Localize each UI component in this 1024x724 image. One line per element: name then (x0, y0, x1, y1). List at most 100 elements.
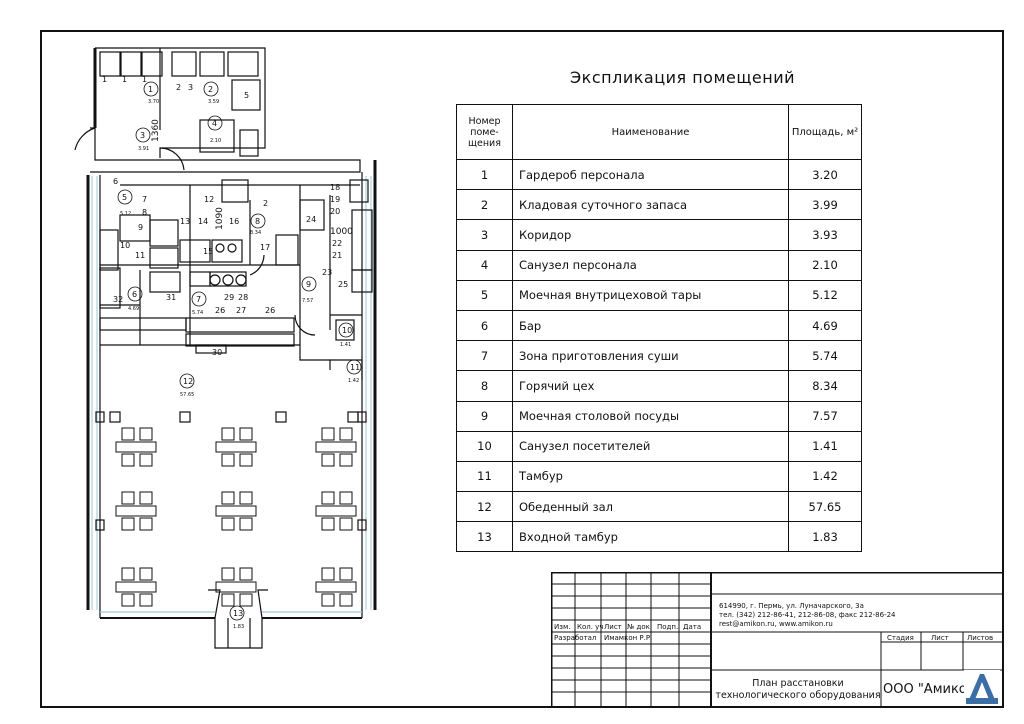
col-izm: Изм. (554, 623, 571, 631)
col-date: Дата (683, 623, 702, 631)
svg-text:4: 4 (212, 119, 217, 128)
col-kol: Кол. уч (577, 623, 604, 631)
room-number: 10 (456, 430, 513, 462)
room-number: 6 (456, 309, 513, 342)
room-area: 1.83 (788, 521, 862, 553)
svg-text:21: 21 (332, 251, 342, 260)
room-name: Кладовая суточного запаса (512, 189, 789, 221)
room-number: 11 (456, 460, 513, 493)
svg-text:24: 24 (306, 215, 316, 224)
title-block: 614990, г. Пермь, ул. Луначарского, 3а т… (551, 572, 1004, 708)
room-name: Моечная столовой посуды (512, 400, 789, 432)
dining-table (115, 427, 157, 467)
svg-text:1090: 1090 (215, 207, 225, 230)
address-line-3: rest@amikon.ru, www.amikon.ru (719, 620, 833, 628)
svg-text:1360: 1360 (151, 119, 161, 142)
svg-text:6: 6 (113, 177, 118, 186)
svg-text:28: 28 (238, 293, 248, 302)
dining-table (215, 491, 257, 531)
svg-text:3.59: 3.59 (208, 99, 219, 105)
room-number: 13 (456, 521, 513, 553)
room-number: 1 (456, 158, 513, 191)
room-area: 3.93 (788, 219, 862, 251)
svg-text:1: 1 (122, 75, 127, 84)
svg-text:10: 10 (342, 326, 352, 335)
svg-text:15: 15 (203, 247, 213, 256)
svg-text:3: 3 (188, 83, 193, 92)
svg-text:2: 2 (208, 85, 213, 94)
svg-text:25: 25 (338, 280, 348, 289)
dining-table (115, 567, 157, 607)
svg-text:26: 26 (265, 306, 275, 315)
room-area: 7.57 (788, 400, 862, 432)
svg-text:2.10: 2.10 (210, 138, 221, 144)
room-name: Санузел персонала (512, 249, 789, 281)
room-name: Входной тамбур (512, 521, 789, 553)
svg-text:26: 26 (215, 306, 225, 315)
svg-text:31: 31 (166, 293, 176, 302)
svg-text:2: 2 (176, 83, 181, 92)
room-name: Санузел посетителей (512, 430, 789, 462)
svg-text:29: 29 (224, 293, 234, 302)
dining-table (215, 427, 257, 467)
svg-text:3.91: 3.91 (138, 146, 149, 152)
svg-text:57.65: 57.65 (180, 392, 194, 398)
col-sign: Подп. (657, 623, 679, 631)
room-number: 12 (456, 491, 513, 523)
svg-text:9: 9 (306, 280, 311, 289)
room-number: 5 (456, 279, 513, 311)
svg-text:30: 30 (212, 348, 222, 357)
room-area: 2.10 (788, 249, 862, 281)
dining-table (115, 491, 157, 531)
address-line-1: 614990, г. Пермь, ул. Луначарского, 3а (719, 602, 864, 610)
svg-text:22: 22 (332, 239, 342, 248)
explication-title: Экспликация помещений (570, 68, 796, 87)
col-header-name: Наименование (512, 104, 789, 160)
svg-text:13: 13 (180, 217, 190, 226)
room-name: Моечная внутрицеховой тары (512, 279, 789, 311)
drawing-title: План расстановки технологического оборуд… (713, 678, 883, 702)
developer-name: Имамкон Р.Р. (604, 634, 653, 642)
svg-text:11: 11 (135, 251, 145, 260)
room-number: 2 (456, 189, 513, 221)
room-number: 9 (456, 400, 513, 432)
svg-text:3.70: 3.70 (148, 99, 159, 105)
address-line-2: тел. (342) 212-86-41, 212-86-08, факс 21… (719, 611, 896, 619)
col-header-number: Номер поме-щения (456, 104, 513, 160)
svg-text:7: 7 (142, 195, 147, 204)
svg-text:10: 10 (120, 241, 130, 250)
svg-text:9: 9 (138, 223, 143, 232)
dining-table (315, 491, 357, 531)
developed-label: Разработал (554, 634, 597, 642)
svg-text:1: 1 (102, 75, 107, 84)
drawing-title-line-1: План расстановки (752, 678, 844, 689)
room-name: Бар (512, 309, 789, 342)
svg-text:8: 8 (142, 208, 147, 217)
svg-text:32: 32 (113, 295, 123, 304)
svg-text:1000: 1000 (330, 227, 353, 237)
room-area: 1.42 (788, 460, 862, 493)
svg-text:1.83: 1.83 (233, 624, 244, 630)
col-doc: № док. (627, 623, 653, 631)
svg-text:7.57: 7.57 (302, 298, 313, 304)
room-area: 57.65 (788, 491, 862, 523)
dining-table (315, 567, 357, 607)
room-number: 4 (456, 249, 513, 281)
room-name: Коридор (512, 219, 789, 251)
room-number: 8 (456, 370, 513, 402)
svg-text:1: 1 (142, 75, 147, 84)
stage-label: Стадия (887, 634, 914, 642)
room-area: 8.34 (788, 370, 862, 402)
room-area: 1.41 (788, 430, 862, 462)
svg-text:6: 6 (132, 290, 137, 299)
